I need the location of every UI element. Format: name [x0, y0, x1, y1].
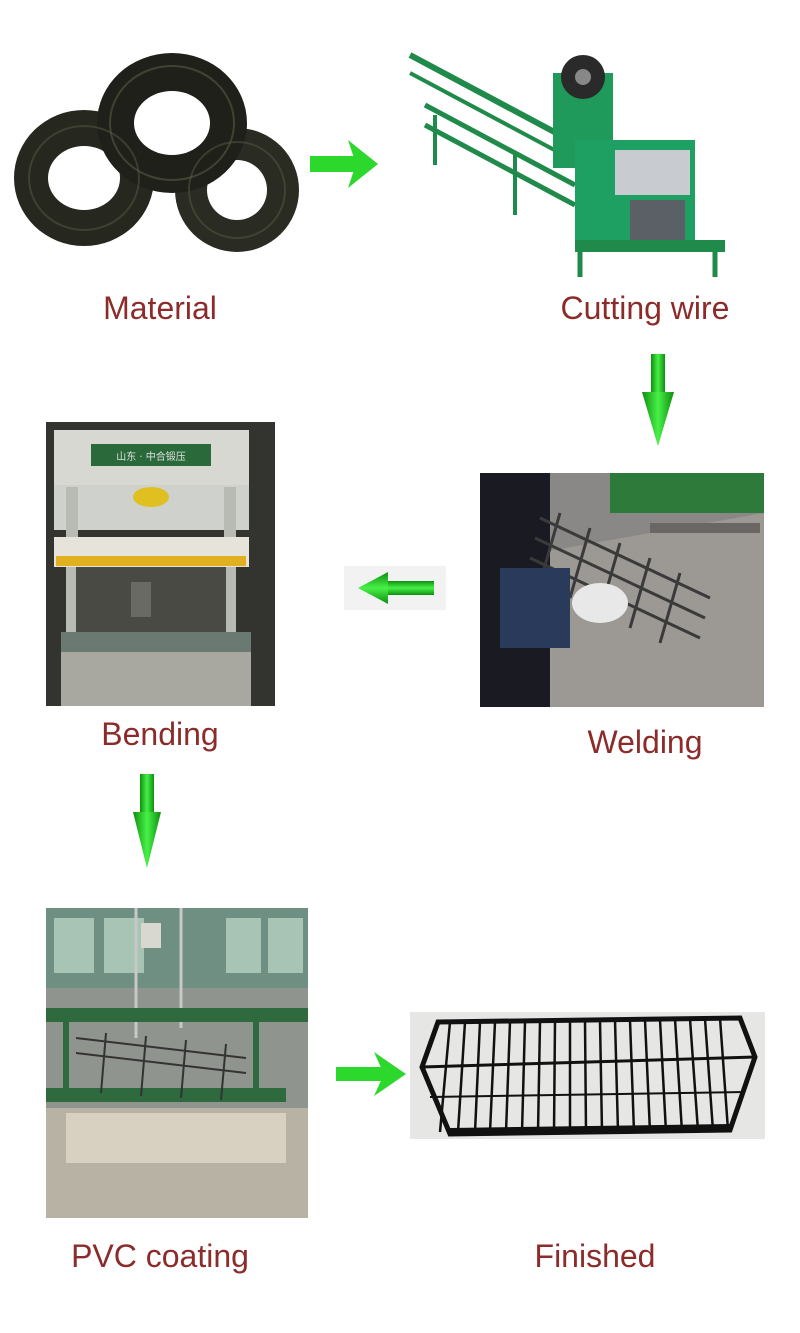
bending-photo: 山东 · 中合锻压: [46, 422, 275, 706]
arrow-right-icon: [308, 138, 380, 190]
finished-photo: [410, 1012, 765, 1139]
step-label-pvc-coating: PVC coating: [71, 1238, 249, 1274]
arrow-down-icon: [132, 772, 162, 870]
step-label-welding: Welding: [587, 724, 703, 760]
step-label-cutting-wire: Cutting wire: [560, 290, 730, 326]
arrow-right-icon: [334, 1050, 408, 1098]
welding-photo: [480, 473, 764, 707]
arrow-down-icon: [640, 352, 676, 448]
press-sign: 山东 · 中合锻压: [116, 450, 186, 463]
step-label-material: Material: [103, 290, 217, 326]
material-photo: [12, 38, 302, 263]
arrow-left-icon: [344, 566, 446, 610]
step-label-finished: Finished: [534, 1238, 656, 1274]
cutting-wire-photo: [405, 45, 735, 280]
pvc-coating-photo: [46, 908, 308, 1218]
step-label-bending: Bending: [101, 716, 219, 752]
